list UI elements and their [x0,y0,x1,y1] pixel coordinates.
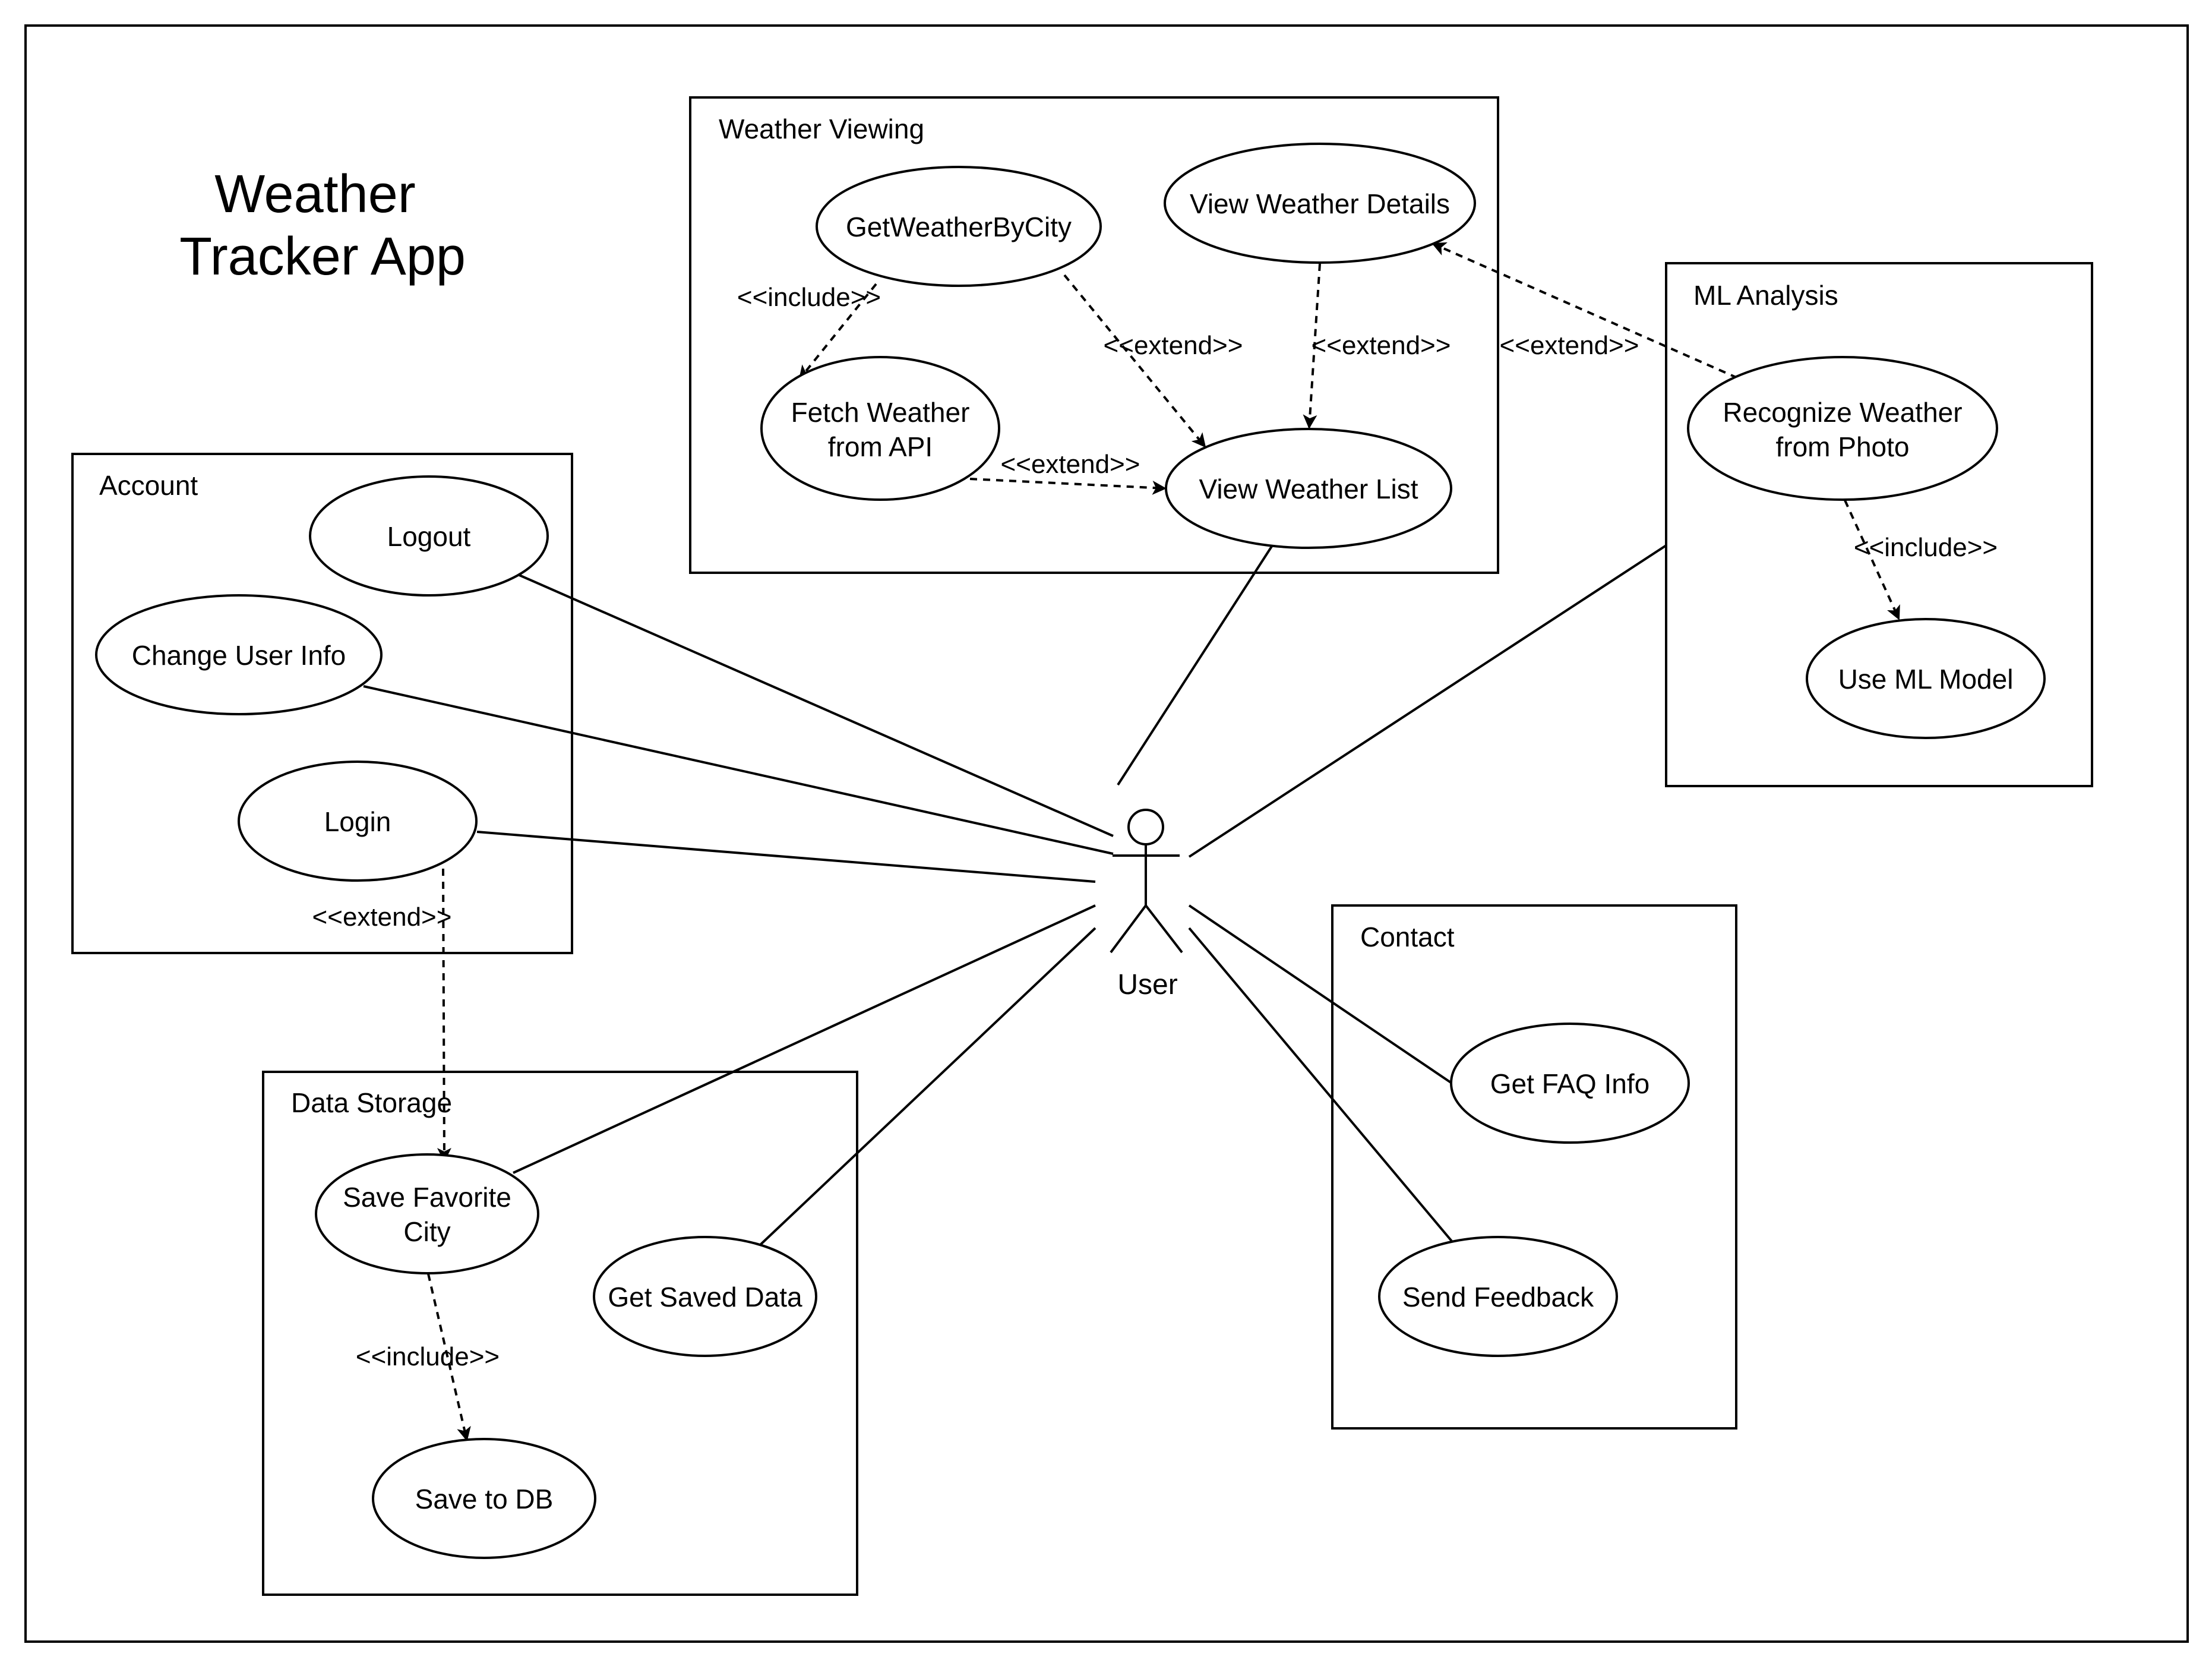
use-case-label: Logout [387,521,471,552]
extend-arrow-fetch-to-list [969,478,1167,495]
package-data-storage-label: Data Storage [291,1087,452,1118]
diagram-title: Weather Tracker App [179,165,466,286]
diagram-title-line1: Weather [214,165,416,224]
use-case-label: Login [324,806,391,837]
use-case-save-to-db: Save to DB [372,1438,596,1559]
assoc-save-favorite-city [513,904,1096,1174]
svg-text:Login: Login [324,806,391,837]
assoc-login [476,831,1096,883]
use-case-label: City [403,1216,450,1247]
diagram-title-line2: Tracker App [179,227,466,286]
include-label-save-db: <<include>> [356,1342,500,1371]
assoc-change-user-info [363,685,1114,855]
assoc-view-weather-list [1117,544,1274,786]
svg-text:Change User Info: Change User Info [132,640,346,671]
system-boundary [24,24,2189,1643]
package-contact-label: Contact [1360,922,1455,952]
extend-label-details-to-list: <<extend>> [1312,331,1451,360]
package-ml-analysis-label: ML Analysis [1693,280,1838,311]
use-case-label: GetWeatherByCity [846,212,1072,242]
assoc-ml-analysis [1188,544,1667,858]
package-account-label: Account [99,470,198,501]
use-case-use-ml-model: Use ML Model [1806,618,2046,739]
use-case-label: from API [828,431,933,462]
use-case-label: Fetch Weather [791,397,970,428]
svg-text:Logout: Logout [387,521,471,552]
assoc-logout [517,573,1114,837]
svg-text:GetWeatherByCity: GetWeatherByCity [846,212,1072,242]
use-case-change-user-info: Change User Info [95,594,383,715]
use-case-label: View Weather Details [1190,188,1450,219]
extend-arrow-details-to-list [1303,263,1321,429]
use-case-login: Login [238,761,478,882]
actor-right-leg [1145,904,1183,954]
use-case-view-weather-details: View Weather Details [1164,143,1476,264]
svg-text:Send Feedback: Send Feedback [1402,1282,1594,1312]
extend-arrow-login-to-save [437,868,451,1162]
use-case-send-feedback: Send Feedback [1378,1236,1618,1357]
use-case-get-saved-data: Get Saved Data [593,1236,817,1357]
use-case-label: Send Feedback [1402,1282,1594,1312]
use-case-label: Save Favorite [343,1182,511,1213]
use-case-label: Save to DB [415,1484,554,1514]
svg-text:Use ML Model: Use ML Model [1838,664,2014,695]
actor-left-leg [1110,904,1147,954]
package-weather-viewing-label: Weather Viewing [719,113,924,144]
include-arrow-ml-model [1844,500,1900,620]
actor-head [1127,809,1164,845]
extend-arrow-city-to-list [1063,274,1206,448]
use-case-logout: Logout [309,475,549,597]
use-case-label: Get FAQ Info [1490,1068,1649,1099]
include-label-ml-model: <<include>> [1854,533,1998,562]
svg-text:View Weather Details: View Weather Details [1190,188,1450,219]
use-case-label: View Weather List [1199,474,1418,504]
extend-label-city-to-list: <<extend>> [1104,331,1243,360]
use-case-get-weather-by-city: GetWeatherByCity [816,166,1102,287]
use-case-label: Use ML Model [1838,664,2014,695]
svg-text:Save to DB: Save to DB [415,1484,554,1514]
actor-user: User [1110,809,1183,1001]
extend-label-fetch-to-list: <<extend>> [1001,450,1140,479]
actor-label: User [1117,969,1177,1001]
svg-text:Get FAQ Info: Get FAQ Info [1490,1068,1649,1099]
extend-arrow-photo-to-details [1432,242,1738,379]
assoc-send-feedback [1188,927,1453,1243]
use-case-label: Get Saved Data [608,1282,802,1312]
include-arrow-save-db [427,1273,471,1441]
use-case-view-weather-list: View Weather List [1165,428,1452,549]
use-case-label: from Photo [1776,431,1910,462]
include-label-fetch: <<include>> [737,283,881,312]
use-case-label: Change User Info [132,640,346,671]
assoc-get-faq-info [1188,904,1453,1084]
use-case-label: Recognize Weather [1723,397,1962,428]
extend-label-photo-to-details: <<extend>> [1500,331,1639,360]
svg-text:Get Saved Data: Get Saved Data [608,1282,802,1312]
assoc-get-saved-data [759,927,1096,1246]
use-case-get-faq-info: Get FAQ Info [1450,1023,1690,1144]
svg-text:View Weather List: View Weather List [1199,474,1418,504]
extend-label-login-to-save: <<extend>> [312,903,452,932]
